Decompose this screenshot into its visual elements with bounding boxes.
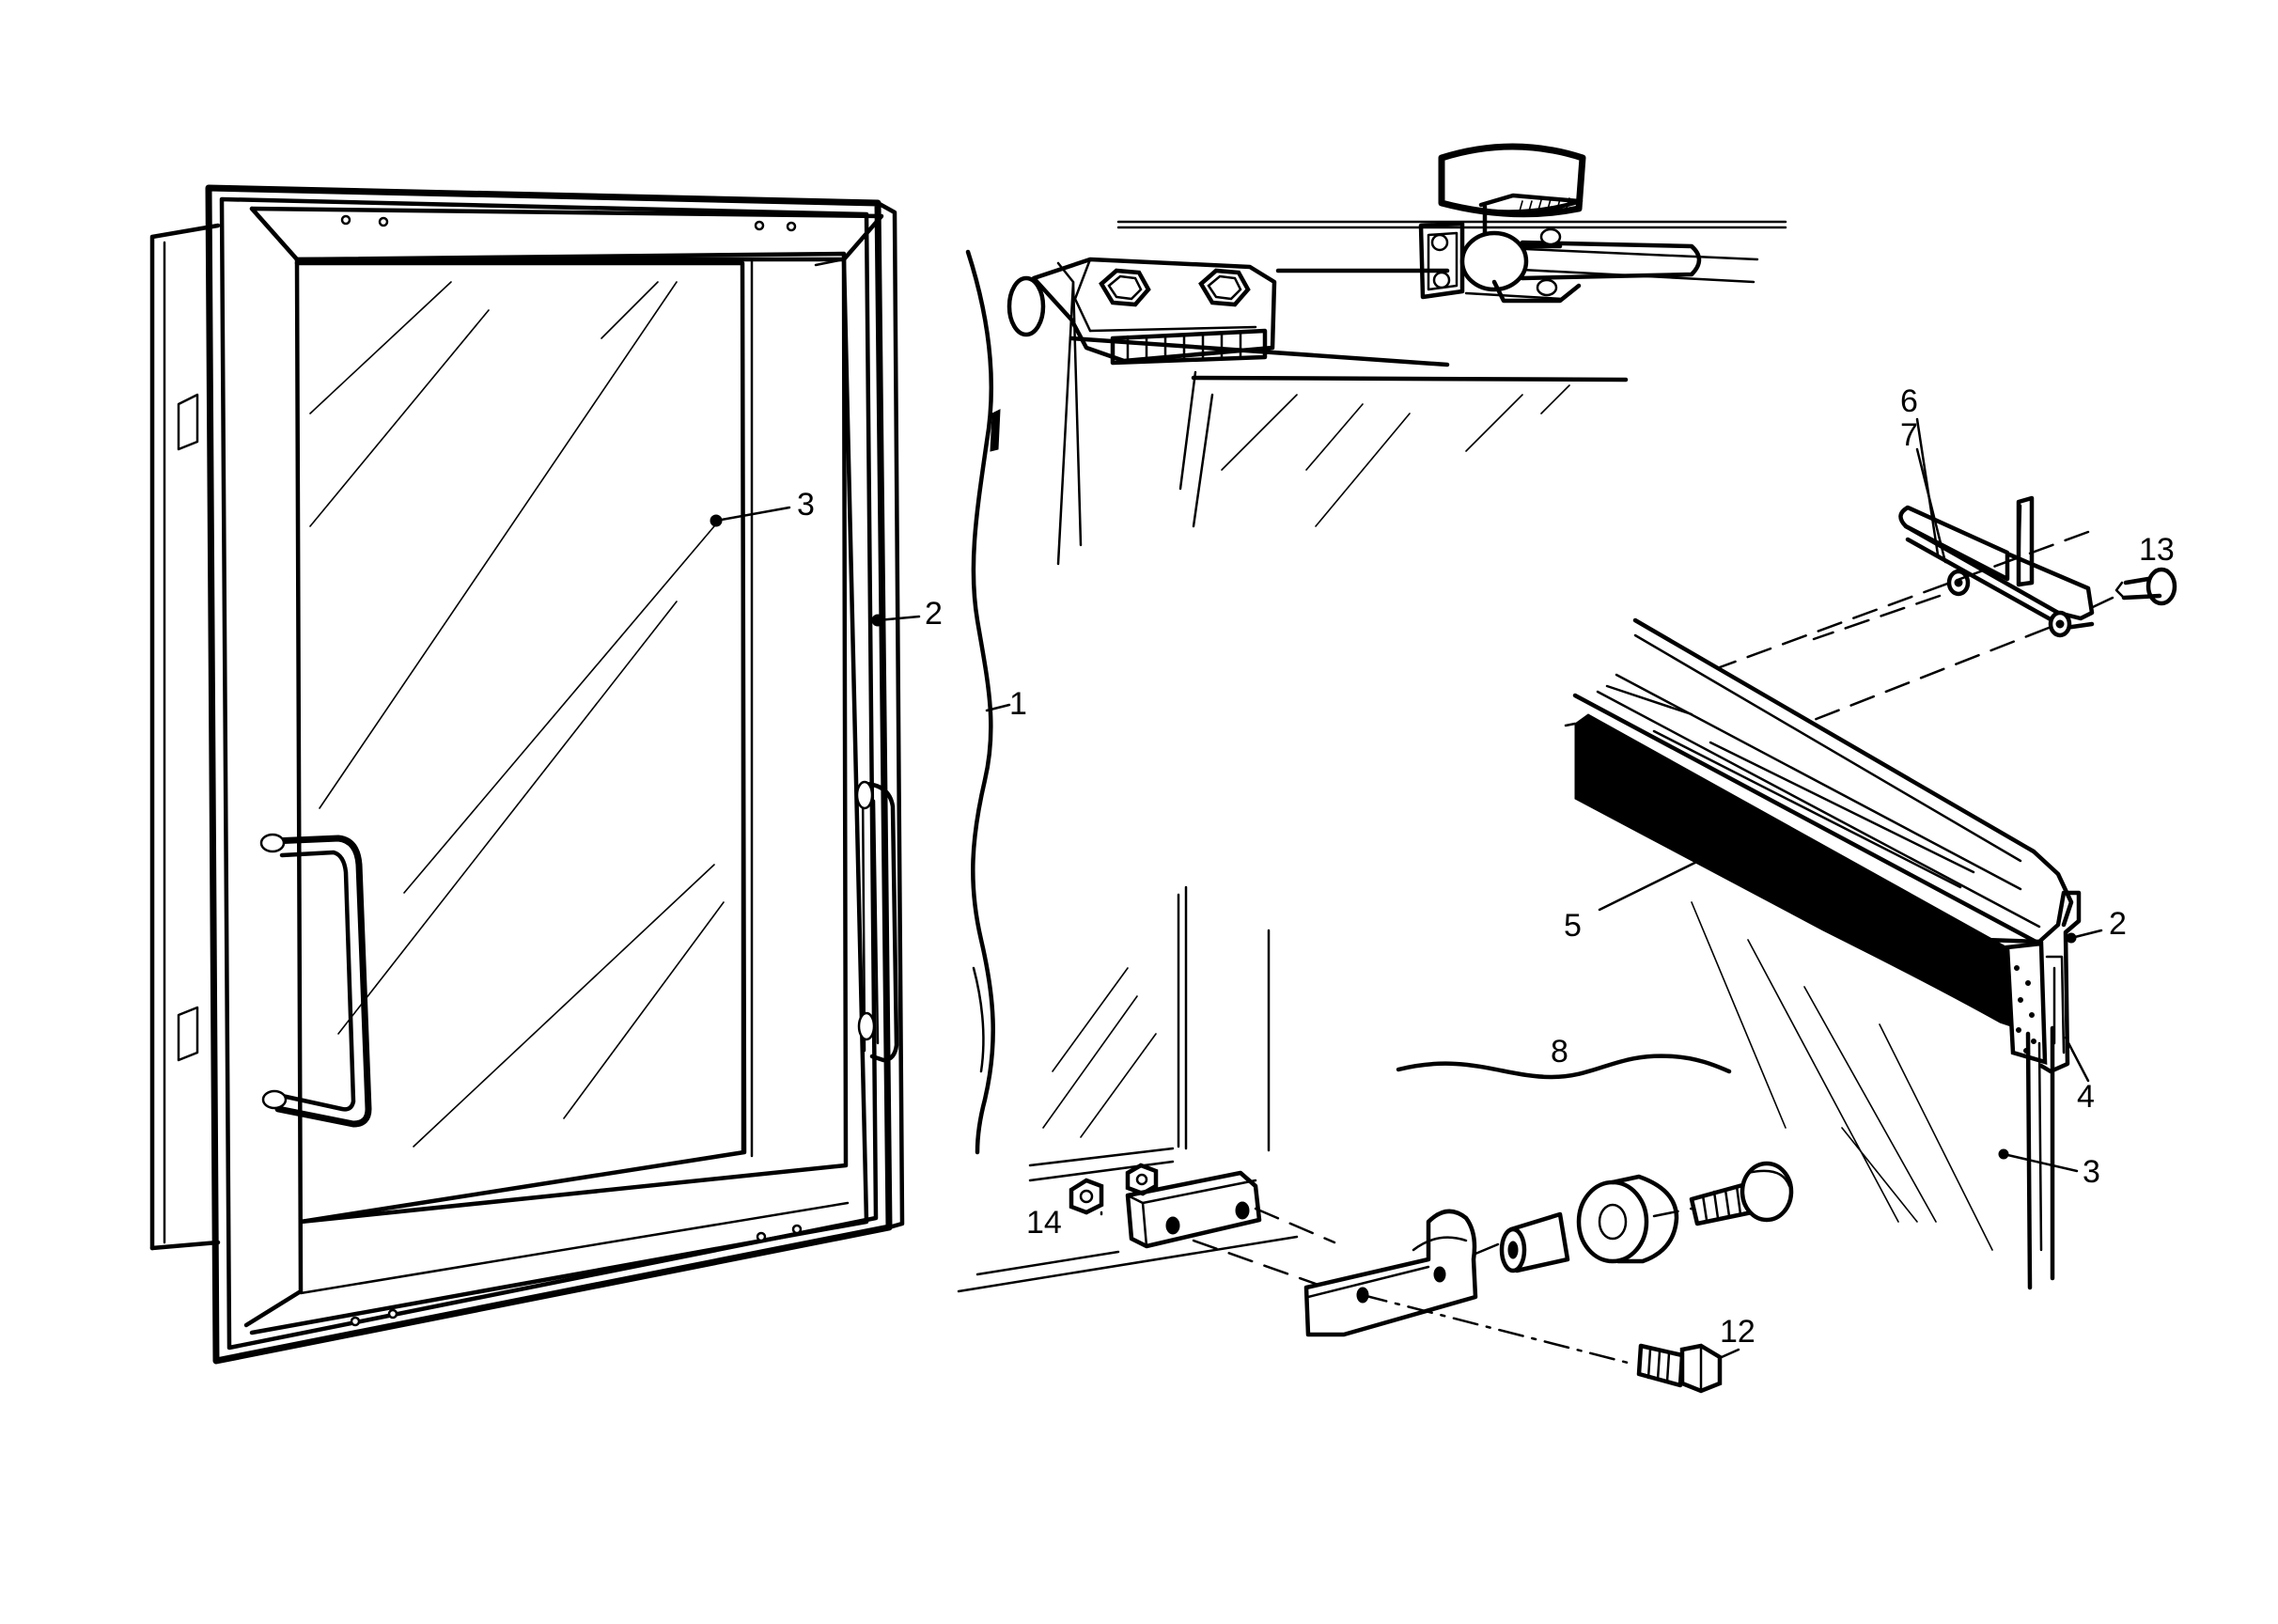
callout-1-body: 1 [1009,686,1027,722]
door-assembly [149,184,921,1365]
callout-2-door: 2 [925,596,943,632]
callout-labels: 3 2 1 6 7 13 5 2 4 3 8 14 12 [797,383,2175,1350]
top-latch [1418,143,1702,304]
callout-14: 14 [1026,1205,1062,1241]
seal-profile [1564,617,2103,1290]
callout-3-door: 3 [797,487,815,523]
top-hinge [1006,257,1277,366]
projection-lines-top [1718,530,2114,726]
cabinet-lower-frame [957,885,1299,1293]
callout-3-profile: 3 [2083,1154,2100,1190]
bottom-hinge-assembly [1069,1161,1794,1394]
callout-12: 12 [1720,1314,1755,1350]
callout-6: 6 [1900,383,1918,419]
door-handle-front [259,833,372,1128]
callout-5: 5 [1564,908,1582,944]
callout-4: 4 [2077,1079,2095,1115]
body-break-line [965,249,1011,1155]
door-handle-side [855,780,899,1063]
callout-7: 7 [1900,417,1918,453]
callout-13: 13 [2139,532,2175,568]
cabinet-side-break [1396,1054,1732,1080]
callout-2-profile: 2 [2109,906,2127,942]
bracket-6-7 [1898,417,2095,638]
callout-8: 8 [1551,1034,1568,1070]
screw-13 [2114,567,2177,606]
